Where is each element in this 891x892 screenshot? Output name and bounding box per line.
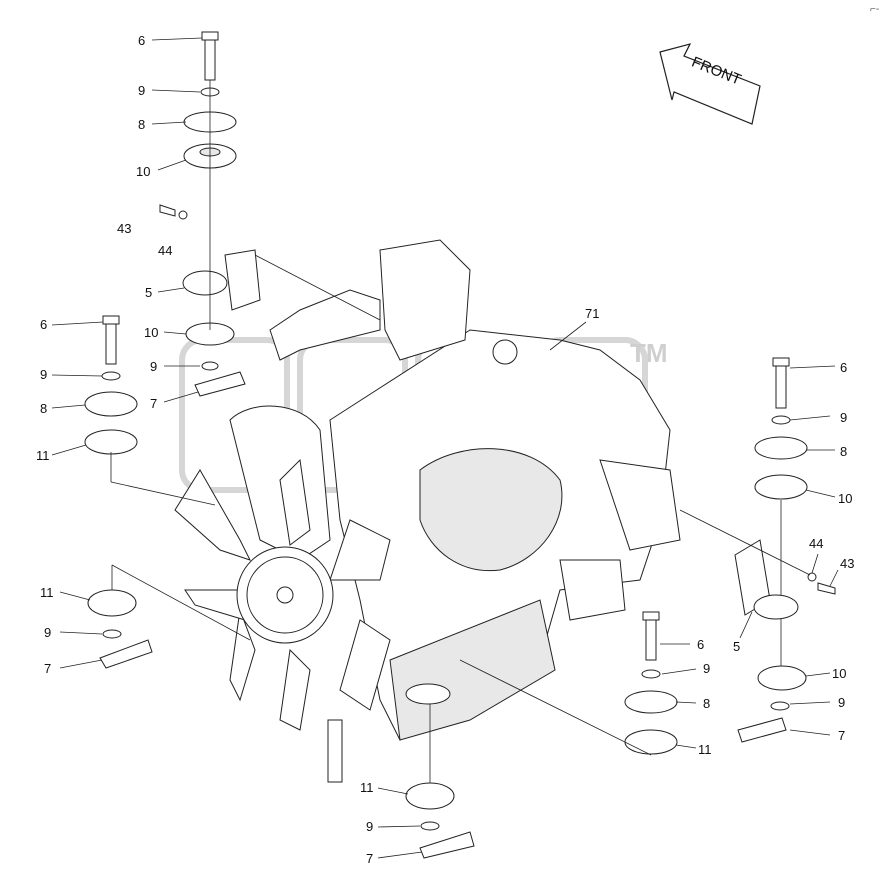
callout-labels: 6 9 8 10 43 44 5 6 10 9 9 7 8 11 71 6 9 … [36,33,854,866]
callout-9: 9 [366,819,373,834]
callout-6: 6 [840,360,847,375]
callout-44: 44 [158,243,172,258]
callout-71: 71 [585,306,599,321]
callout-8: 8 [138,117,145,132]
callout-7: 7 [366,851,373,866]
callout-9: 9 [840,410,847,425]
callout-7: 7 [150,396,157,411]
corner-mark: ⌐- [870,4,879,15]
callout-6: 6 [40,317,47,332]
callout-9: 9 [44,625,51,640]
callout-9: 9 [150,359,157,374]
callout-9: 9 [838,695,845,710]
callout-7: 7 [44,661,51,676]
callout-8: 8 [840,444,847,459]
callout-5: 5 [733,639,740,654]
callout-9: 9 [138,83,145,98]
callout-leaders [51,37,839,859]
callout-10: 10 [136,164,150,179]
callout-6: 6 [697,637,704,652]
callout-8: 8 [703,696,710,711]
callout-9: 9 [40,367,47,382]
watermark-tm: TM [630,338,668,368]
callout-10: 10 [832,666,846,681]
callout-43: 43 [840,556,854,571]
callout-44: 44 [809,536,823,551]
callout-6: 6 [138,33,145,48]
left-lower-stack-b [87,564,251,669]
engine-block [229,239,681,783]
callout-8: 8 [40,401,47,416]
callout-11: 11 [40,585,54,600]
callout-10: 10 [838,491,852,506]
left-mount-stack [159,31,381,346]
callout-9: 9 [703,661,710,676]
bottom-center-stack [405,683,475,859]
callout-5: 5 [145,285,152,300]
cooling-fan [174,458,391,731]
callout-43: 43 [117,221,131,236]
callout-11: 11 [698,742,712,757]
callout-7: 7 [838,728,845,743]
callout-10: 10 [144,325,158,340]
right-mount-stack [679,357,836,743]
callout-11: 11 [360,780,374,795]
front-arrow: FRONT [659,43,761,125]
callout-11: 11 [36,448,50,463]
left-lower-stack-a [84,315,246,506]
